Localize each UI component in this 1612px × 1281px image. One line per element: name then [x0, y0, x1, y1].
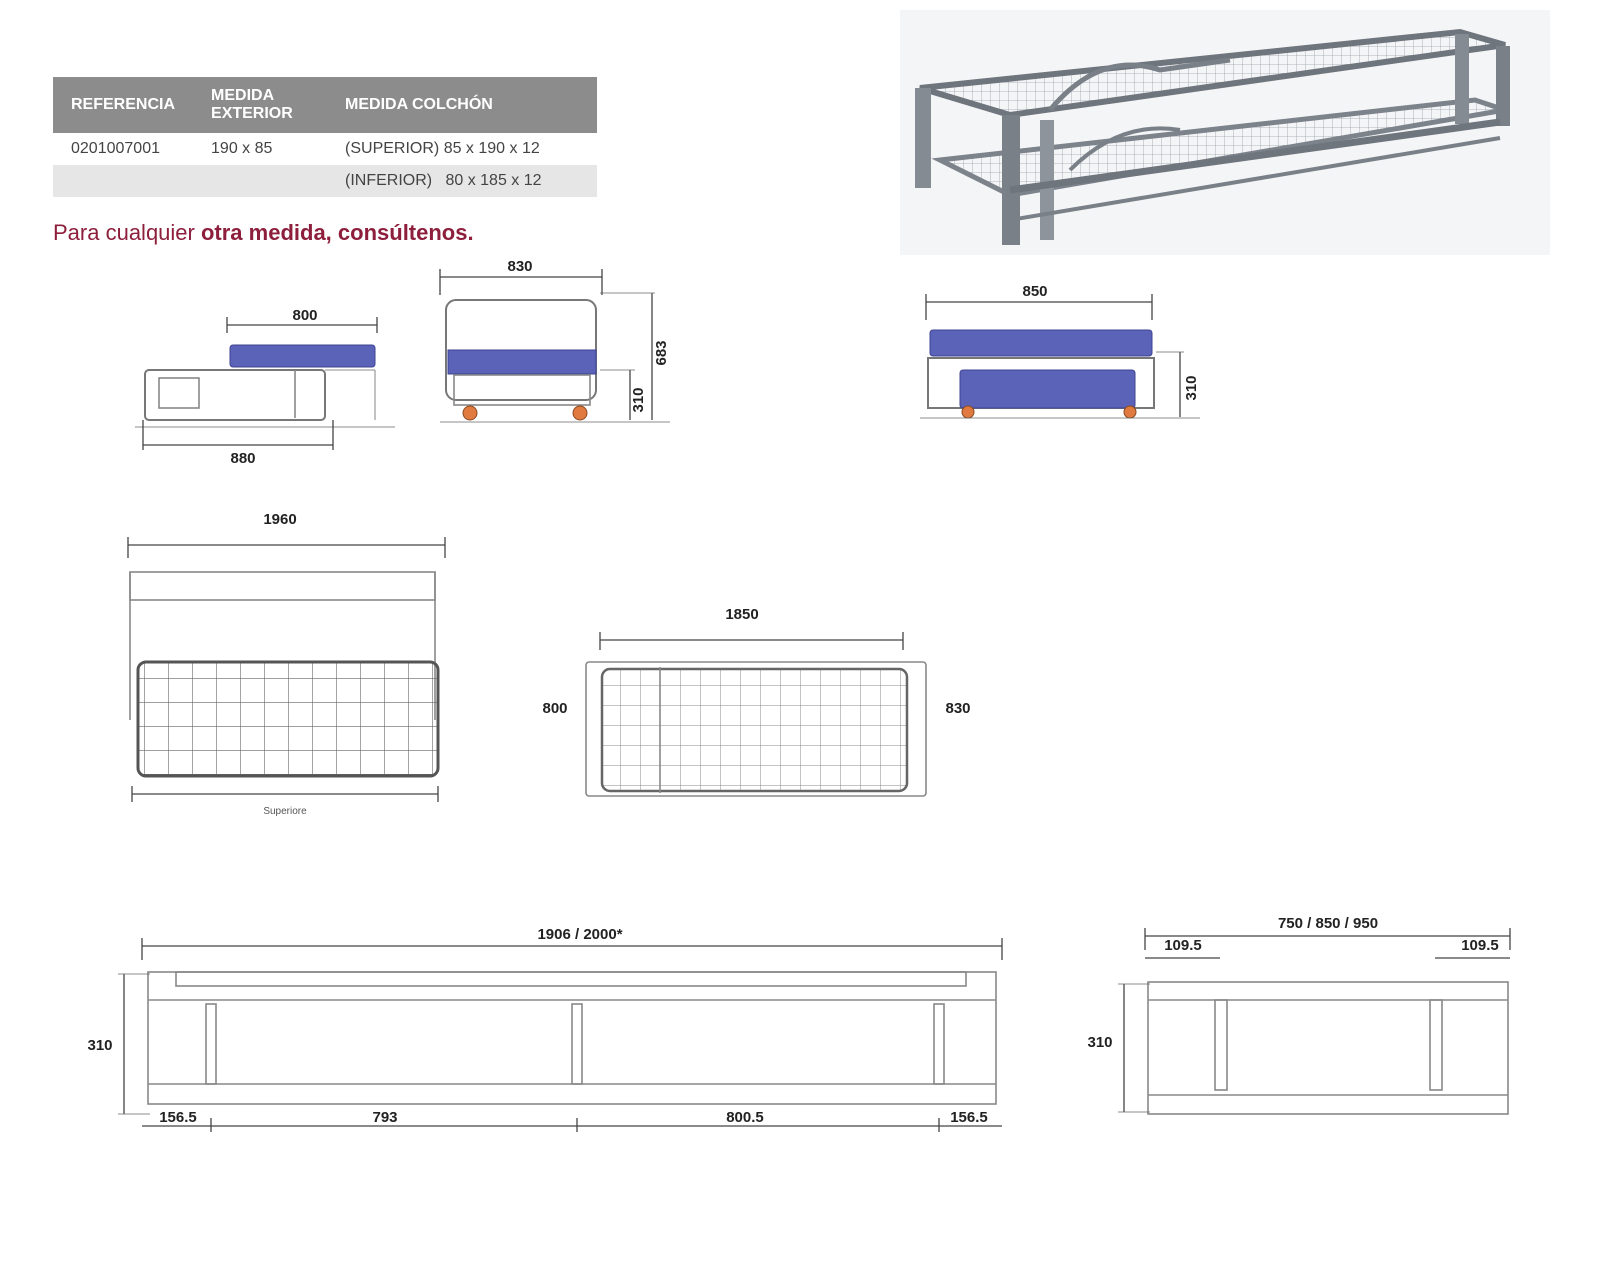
dim-short-width: 750 / 850 / 950: [1278, 915, 1378, 932]
dim-end-width: 830: [507, 258, 532, 275]
dim-side-top: 800: [292, 307, 317, 324]
cell-referencia: [53, 165, 194, 197]
header-medida-exterior: MEDIDA EXTERIOR: [193, 77, 328, 133]
dim-front-width: 850: [1022, 283, 1047, 300]
dim-end-height-low: 310: [630, 387, 647, 412]
dim-long-seg2: 793: [372, 1109, 397, 1126]
header-medida-colchon: MEDIDA COLCHÓN: [327, 77, 597, 133]
dim-long-seg4: 156.5: [950, 1109, 988, 1126]
cell-medida-colchon: (INFERIOR) 80 x 185 x 12: [327, 165, 597, 197]
cell-referencia: 0201007001: [71, 140, 160, 157]
dim-front-height: 310: [1183, 375, 1200, 400]
front-view-drawing: 850 310: [920, 283, 1200, 419]
dim-long-seg1: 156.5: [159, 1109, 197, 1126]
cell-medida-exterior: [193, 165, 328, 197]
cell-medida-colchon: (SUPERIOR) 85 x 190 x 12: [345, 140, 540, 157]
table-row: (INFERIOR) 80 x 185 x 12: [53, 165, 597, 197]
table-row: 0201007001 190 x 85 (SUPERIOR) 85 x 190 …: [53, 133, 597, 165]
product-photo: [900, 10, 1550, 255]
contact-note-bold: otra medida, consúltenos.: [200, 220, 474, 245]
contact-note-prefix: Para cualquier: [53, 220, 201, 245]
spec-table: REFERENCIA MEDIDA EXTERIOR MEDIDA COLCHÓ…: [53, 77, 597, 197]
cell-medida-exterior: 190 x 85: [211, 140, 273, 157]
dim-short-height: 310: [1087, 1034, 1112, 1051]
dim-short-inset-left: 109.5: [1164, 937, 1202, 954]
long-elevation-drawing: 1906 / 2000* 310 156.5 793 800.5 156.5: [87, 926, 1003, 1132]
label-superiore: Superiore: [263, 806, 307, 817]
top-view-lower-drawing: 1850 800 830: [542, 606, 971, 797]
dim-short-inset-right: 109.5: [1461, 937, 1499, 954]
dim-long-seg3: 800.5: [726, 1109, 764, 1126]
table-header-row: REFERENCIA MEDIDA EXTERIOR MEDIDA COLCHÓ…: [53, 77, 597, 133]
short-elevation-drawing: 750 / 850 / 950 109.5 109.5 310: [1087, 915, 1511, 1115]
dim-top-lower-width-right: 830: [945, 700, 970, 717]
top-view-upper-drawing: 1960 Superiore: [127, 511, 446, 817]
dim-end-height-total: 683: [653, 340, 670, 365]
header-referencia: REFERENCIA: [53, 77, 194, 133]
dim-side-base: 880: [230, 450, 255, 467]
dim-top-lower-length: 1850: [725, 606, 758, 623]
dim-top-lower-width-left: 800: [542, 700, 567, 717]
end-view-drawing: 830 310 683: [439, 258, 670, 423]
dim-long-length: 1906 / 2000*: [537, 926, 622, 943]
contact-note: Para cualquier otra medida, consúltenos.: [53, 220, 474, 246]
dim-top-upper-length: 1960: [263, 511, 296, 528]
side-view-drawing: 800 880: [135, 307, 395, 467]
dim-long-height: 310: [87, 1037, 112, 1054]
